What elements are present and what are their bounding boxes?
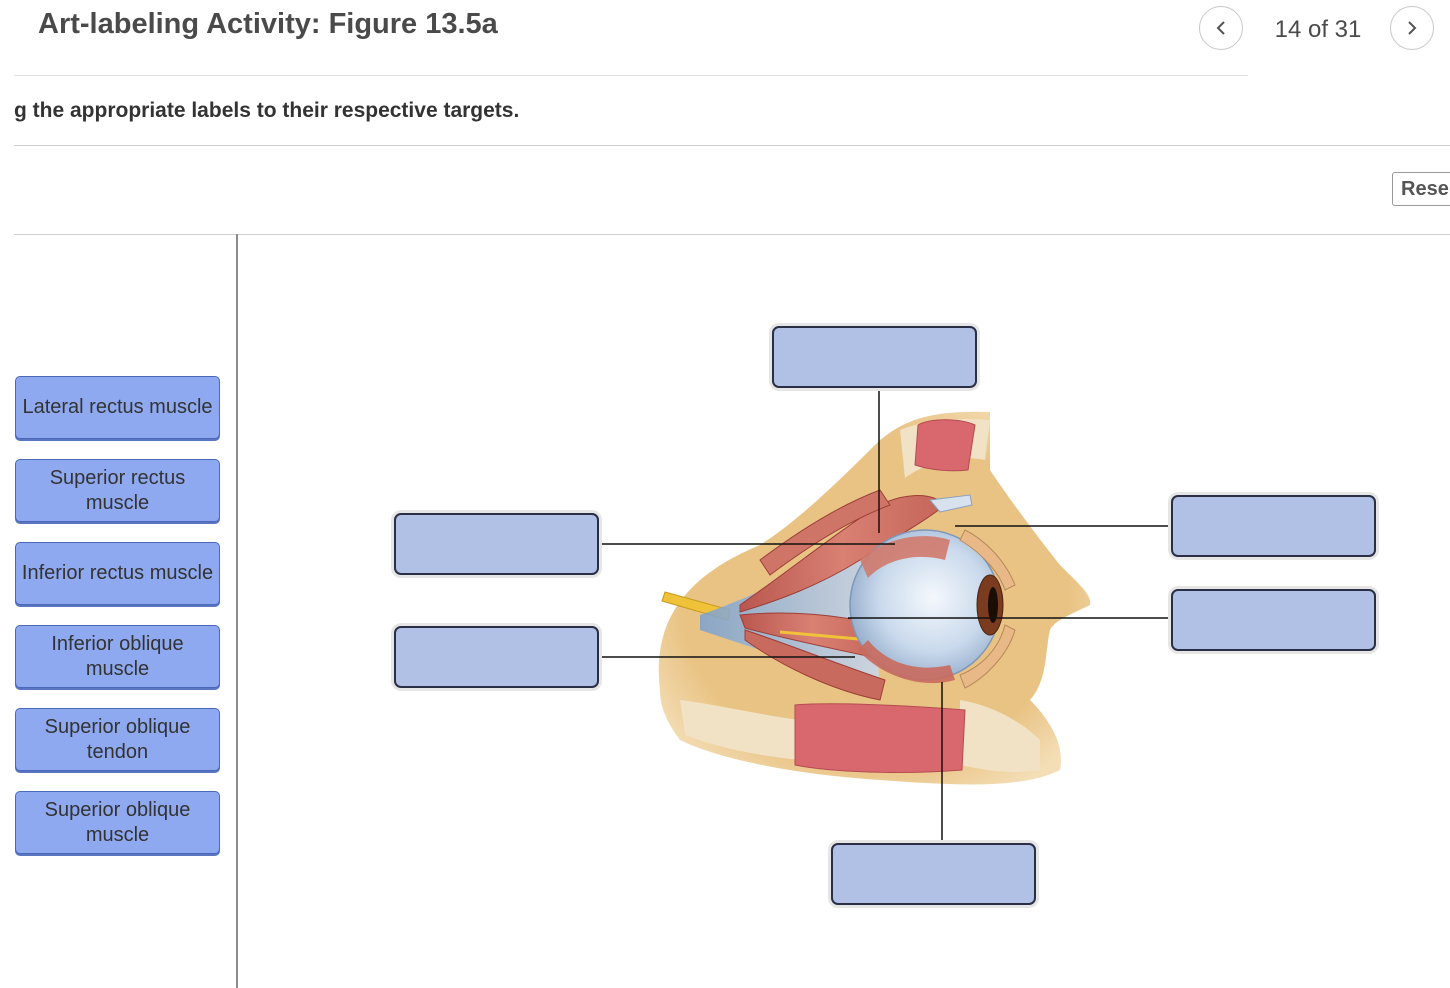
instructions-text: g the appropriate labels to their respec… bbox=[14, 99, 520, 122]
label-bank-divider bbox=[236, 234, 238, 988]
chevron-right-icon bbox=[1408, 21, 1417, 35]
drop-target-top[interactable] bbox=[772, 326, 977, 388]
page-title: Art-labeling Activity: Figure 13.5a bbox=[38, 8, 498, 40]
chevron-left-icon bbox=[1216, 21, 1225, 35]
label-superior-oblique-muscle[interactable]: Superior oblique muscle bbox=[15, 791, 220, 854]
header-divider bbox=[14, 75, 1248, 76]
drop-target-left-lower[interactable] bbox=[394, 626, 599, 688]
drop-target-right-upper[interactable] bbox=[1171, 495, 1376, 557]
next-button[interactable] bbox=[1390, 6, 1434, 50]
drop-target-right-lower[interactable] bbox=[1171, 589, 1376, 651]
drop-target-left-upper[interactable] bbox=[394, 513, 599, 575]
workspace-divider bbox=[14, 234, 1450, 235]
drop-target-bottom[interactable] bbox=[831, 843, 1036, 905]
label-superior-oblique-tendon[interactable]: Superior oblique tendon bbox=[15, 708, 220, 771]
label-inferior-oblique-muscle[interactable]: Inferior oblique muscle bbox=[15, 625, 220, 688]
label-superior-rectus-muscle[interactable]: Superior rectus muscle bbox=[15, 459, 220, 522]
label-inferior-rectus-muscle[interactable]: Inferior rectus muscle bbox=[15, 542, 220, 605]
label-lateral-rectus-muscle[interactable]: Lateral rectus muscle bbox=[15, 376, 220, 439]
previous-button[interactable] bbox=[1199, 6, 1243, 50]
question-counter: 14 of 31 bbox=[1274, 16, 1362, 43]
instructions-divider bbox=[14, 145, 1450, 146]
reset-button[interactable]: Rese bbox=[1392, 172, 1450, 206]
